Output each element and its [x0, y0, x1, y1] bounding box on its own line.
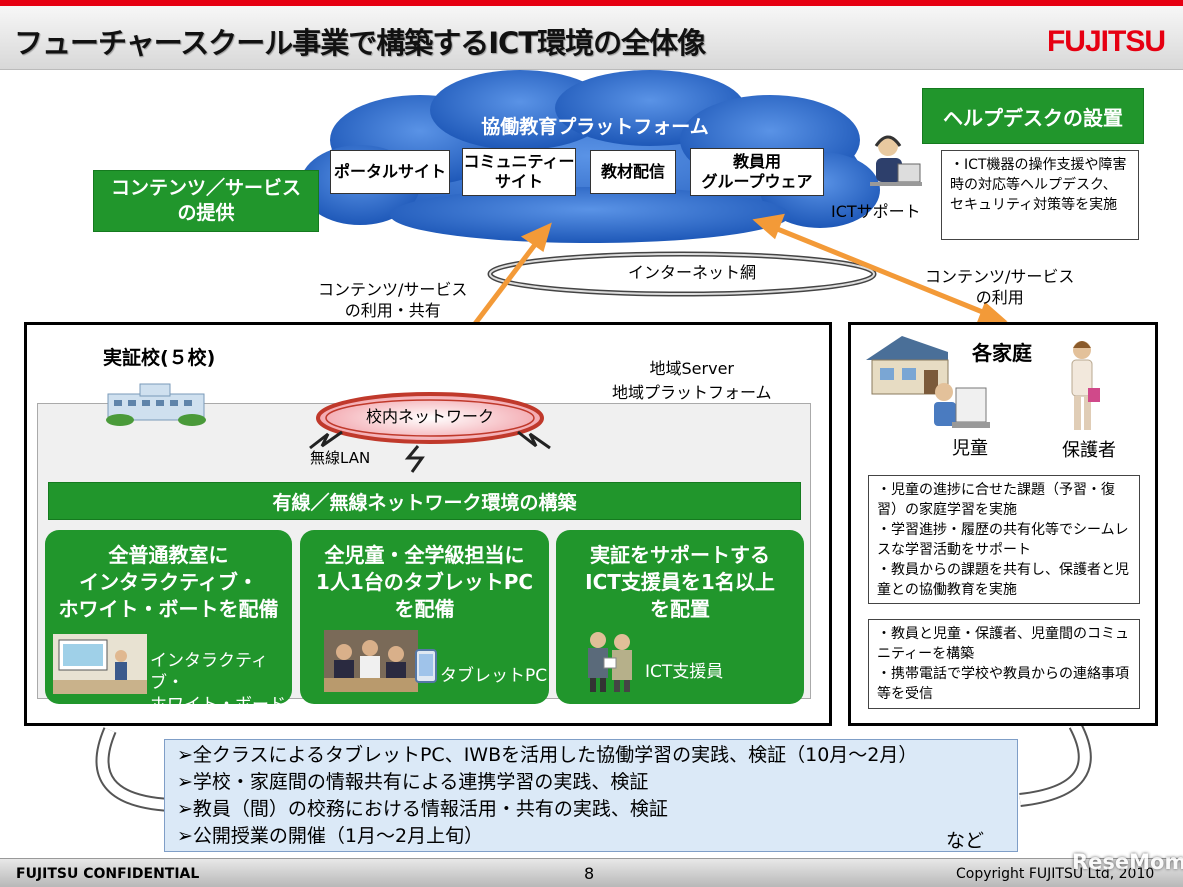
- card-support-staff-text: 実証をサポートする ICT支援員を1名以上 を配置: [585, 543, 775, 621]
- internet-label: インターネット網: [628, 263, 757, 282]
- child-label: 児童: [952, 438, 988, 459]
- regional-platform-label: 地域Server 地域プラットフォーム: [612, 359, 772, 402]
- school-usage-label: コンテンツ/サービス の利用・共有: [318, 280, 468, 320]
- tablet-icon: [414, 648, 438, 684]
- home-title: 各家庭: [972, 341, 1032, 365]
- action-items-box: ➢全クラスによるタブレットPC、IWBを活用した協働学習の実践、検証（10月～2…: [164, 739, 1018, 852]
- card-whiteboard: 全普通教室に インタラクティブ・ ホワイト・ボートを配備: [45, 530, 292, 704]
- home-usage-label: コンテンツ/サービス の利用: [925, 267, 1075, 307]
- child-icon: [926, 378, 992, 434]
- school-building-icon: [100, 380, 212, 426]
- support-staff-caption: ICT支援員: [645, 662, 724, 682]
- helpdesk-note: ・ICT機器の操作支援や障害時の対応等ヘルプデスク、セキュリティ対策等を実施: [941, 150, 1139, 240]
- footer: FUJITSU CONFIDENTIAL 8 Copyright FUJITSU…: [0, 858, 1183, 887]
- tablet-caption: タブレットPC: [440, 666, 548, 686]
- network-bar: 有線／無線ネットワーク環境の構築: [48, 482, 801, 520]
- community-site-box: コミュニティー サイト: [462, 148, 576, 196]
- card-tablet: 全児童・全学級担当に 1人1台のタブレットPC を配備: [300, 530, 549, 704]
- ict-support-label: ICTサポート: [831, 202, 921, 221]
- campus-network-label: 校内ネットワーク: [365, 407, 494, 426]
- support-staff-icon: [582, 628, 638, 694]
- portal-site-box: ポータルサイト: [330, 150, 450, 194]
- home-note-1: ・児童の進捗に合せた課題（予習・復習）の家庭学習を実施 ・学習進捗・履歴の共有化…: [868, 475, 1140, 604]
- campus-network-graphic: [309, 392, 551, 473]
- page-title: フューチャースクール事業で構築するICT環境の全体像: [14, 26, 706, 60]
- title-bar: [0, 6, 1183, 70]
- card-whiteboard-text: 全普通教室に インタラクティブ・ ホワイト・ボートを配備: [58, 543, 279, 621]
- groupware-box: 教員用 グループウェア: [690, 148, 824, 196]
- parent-label: 保護者: [1062, 440, 1116, 461]
- home-note-2: ・教員と児童・保護者、児童間のコミュニティーを構築 ・携帯電話で学校や教員からの…: [868, 619, 1140, 709]
- footer-confidential: FUJITSU CONFIDENTIAL: [16, 866, 200, 882]
- material-delivery-box: 教材配信: [590, 150, 676, 194]
- actions-etc: など: [946, 830, 985, 852]
- house-icon: [862, 330, 962, 396]
- footer-copyright: Copyright FUJITSU Ltd, 2010: [956, 866, 1155, 882]
- wireless-lan-label: 無線LAN: [310, 449, 371, 467]
- material-delivery-label: 教材配信: [600, 162, 665, 181]
- support-person-icon: [866, 128, 924, 194]
- action-item: ➢学校・家庭間の情報共有による連携学習の実践、検証: [177, 771, 649, 793]
- classroom-photo: [324, 630, 418, 692]
- parent-icon: [1064, 338, 1102, 434]
- school-title: 実証校(５校): [103, 347, 216, 369]
- page-number: 8: [584, 864, 595, 883]
- portal-site-label: ポータルサイト: [333, 162, 446, 181]
- fujitsu-logo: FUJITSU: [1046, 25, 1166, 58]
- whiteboard-caption: インタラクティブ・ ホワイト・ボード: [150, 651, 286, 715]
- top-accent-bar: [0, 0, 1183, 6]
- groupware-label: 教員用 グループウェア: [701, 152, 813, 191]
- cloud-title: 協働教育プラットフォーム: [481, 116, 709, 138]
- action-item: ➢教員（間）の校務における情報活用・共有の実践、検証: [177, 798, 668, 820]
- contents-service-provision: コンテンツ／サービス の提供: [93, 170, 319, 232]
- left-curve-arrow: [95, 727, 171, 812]
- whiteboard-photo: [53, 634, 147, 694]
- resemom-watermark: ReseMom: [1072, 850, 1183, 874]
- action-item: ➢全クラスによるタブレットPC、IWBを活用した協働学習の実践、検証（10月～2…: [177, 744, 918, 766]
- community-site-label: コミュニティー サイト: [463, 152, 575, 191]
- card-tablet-text: 全児童・全学級担当に 1人1台のタブレットPC を配備: [315, 543, 534, 621]
- action-item: ➢公開授業の開催（1月～2月上旬）: [177, 825, 484, 847]
- helpdesk-title: ヘルプデスクの設置: [922, 88, 1144, 144]
